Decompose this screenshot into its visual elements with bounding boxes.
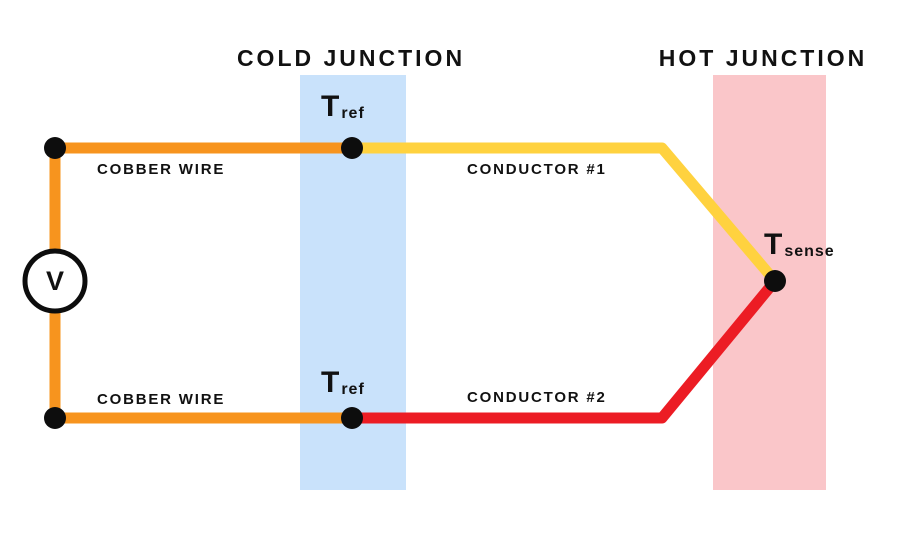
- junction-dot-tref-bottom: [341, 407, 363, 429]
- voltmeter-label: V: [45, 266, 64, 296]
- t-sense-symbol: T: [764, 228, 783, 261]
- conductor-1-wire: [346, 142, 781, 287]
- t-ref-bottom-subscript: ref: [341, 381, 365, 398]
- conductor-1-label: CONDUCTOR #1: [467, 161, 607, 178]
- hot-junction-title: HOT JUNCTION: [658, 45, 868, 71]
- cobber-wire-label-bottom: COBBER WIRE: [97, 391, 226, 408]
- t-ref-top-subscript: ref: [341, 105, 365, 122]
- junction-dot-tsense: [764, 270, 786, 292]
- conductor-2-label: CONDUCTOR #2: [467, 389, 607, 406]
- t-ref-top-symbol: T: [321, 90, 340, 123]
- voltmeter-circle: [22, 248, 88, 314]
- junction-dot-tref-top: [341, 137, 363, 159]
- cold-junction-title: COLD JUNCTION: [236, 45, 466, 71]
- t-ref-bottom-symbol: T: [321, 366, 340, 399]
- t-sense-subscript: sense: [784, 243, 835, 260]
- junction-dot-left-top: [44, 137, 66, 159]
- conductor-2-wire: [346, 275, 781, 424]
- junction-dot-left-bottom: [44, 407, 66, 429]
- cobber-wire-label-top: COBBER WIRE: [97, 161, 226, 178]
